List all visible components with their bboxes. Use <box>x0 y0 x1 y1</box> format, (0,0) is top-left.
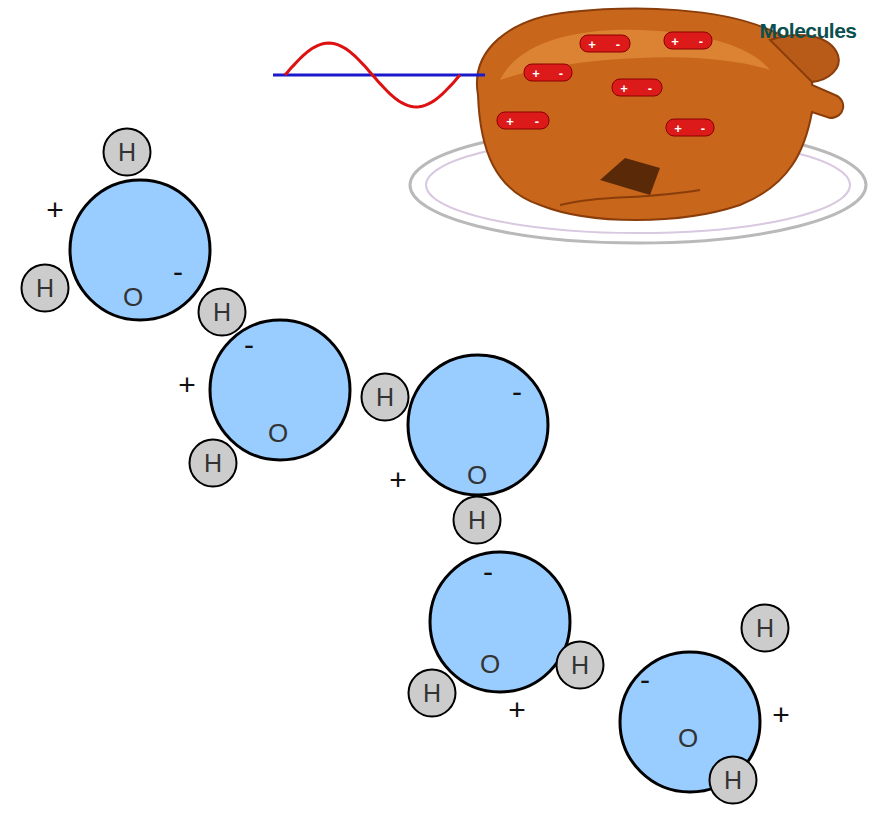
dipole-charge: - <box>701 122 705 135</box>
dipole-charge: + <box>588 38 596 51</box>
dipole-capsule <box>666 119 714 136</box>
axis-line <box>273 74 485 77</box>
turkey-highlight <box>500 30 770 80</box>
atom-symbol: H <box>724 768 742 793</box>
atom-symbol: H <box>118 140 136 165</box>
turkey-fold <box>560 190 700 205</box>
atom-symbol: H <box>756 616 774 641</box>
dipole-charge: + <box>506 115 514 128</box>
charge-sign: - <box>640 665 650 695</box>
charge-sign: - <box>173 257 183 287</box>
dipole-charge: - <box>616 38 620 51</box>
charge-sign: + <box>46 195 64 225</box>
dipole-charge: - <box>559 67 563 80</box>
atom-symbol: O <box>678 725 698 751</box>
dipole-charge: - <box>648 82 652 95</box>
turkey-cavity <box>600 158 660 195</box>
atom-symbol: H <box>376 385 394 410</box>
dipole-capsule <box>664 32 712 49</box>
atom-symbol: H <box>204 451 222 476</box>
charge-sign: - <box>244 330 254 360</box>
hydrogen-atom: H <box>188 438 238 488</box>
atom-symbol: H <box>468 508 486 533</box>
charge-sign: + <box>772 700 790 730</box>
atom-symbol: H <box>571 653 589 678</box>
atom-symbol: H <box>36 276 54 301</box>
hydrogen-atom: H <box>20 263 70 313</box>
atom-symbol: O <box>123 284 143 310</box>
hydrogen-atom: H <box>197 287 247 337</box>
atom-symbol: H <box>423 681 441 706</box>
charge-sign: - <box>483 557 493 587</box>
hydrogen-atom: H <box>360 372 410 422</box>
oxygen-atom: O <box>406 353 550 497</box>
dipole-capsule <box>524 64 572 81</box>
hydrogen-atom: H <box>452 495 502 545</box>
charge-sign: - <box>512 377 522 407</box>
charge-sign: + <box>178 370 196 400</box>
hydrogen-atom: H <box>407 668 457 718</box>
charge-sign: + <box>389 465 407 495</box>
dipole-charge: + <box>674 122 682 135</box>
hydrogen-atom: H <box>708 755 758 805</box>
dipole-charge: - <box>535 115 539 128</box>
dipole-capsule <box>612 79 662 96</box>
dipole-charge: - <box>699 35 703 48</box>
atom-symbol: O <box>467 462 487 488</box>
dipole-charge: + <box>620 82 628 95</box>
dipole-charge: + <box>532 67 540 80</box>
turkey-leg <box>770 35 839 82</box>
hydrogen-atom: H <box>555 640 605 690</box>
title-label: Molecules <box>759 20 856 41</box>
oxygen-atom: O <box>208 318 352 462</box>
atom-symbol: O <box>268 420 288 446</box>
hydrogen-atom: H <box>740 603 790 653</box>
atom-symbol: O <box>480 651 500 677</box>
charge-sign: + <box>508 695 526 725</box>
dipole-capsule <box>580 35 630 52</box>
oxygen-atom: O <box>68 178 212 322</box>
oxygen-atom: O <box>428 550 572 694</box>
dipole-capsule <box>497 112 549 129</box>
microwave-wave <box>285 43 460 107</box>
atom-symbol: H <box>213 300 231 325</box>
hydrogen-atom: H <box>102 127 152 177</box>
dipole-charge: + <box>671 35 679 48</box>
